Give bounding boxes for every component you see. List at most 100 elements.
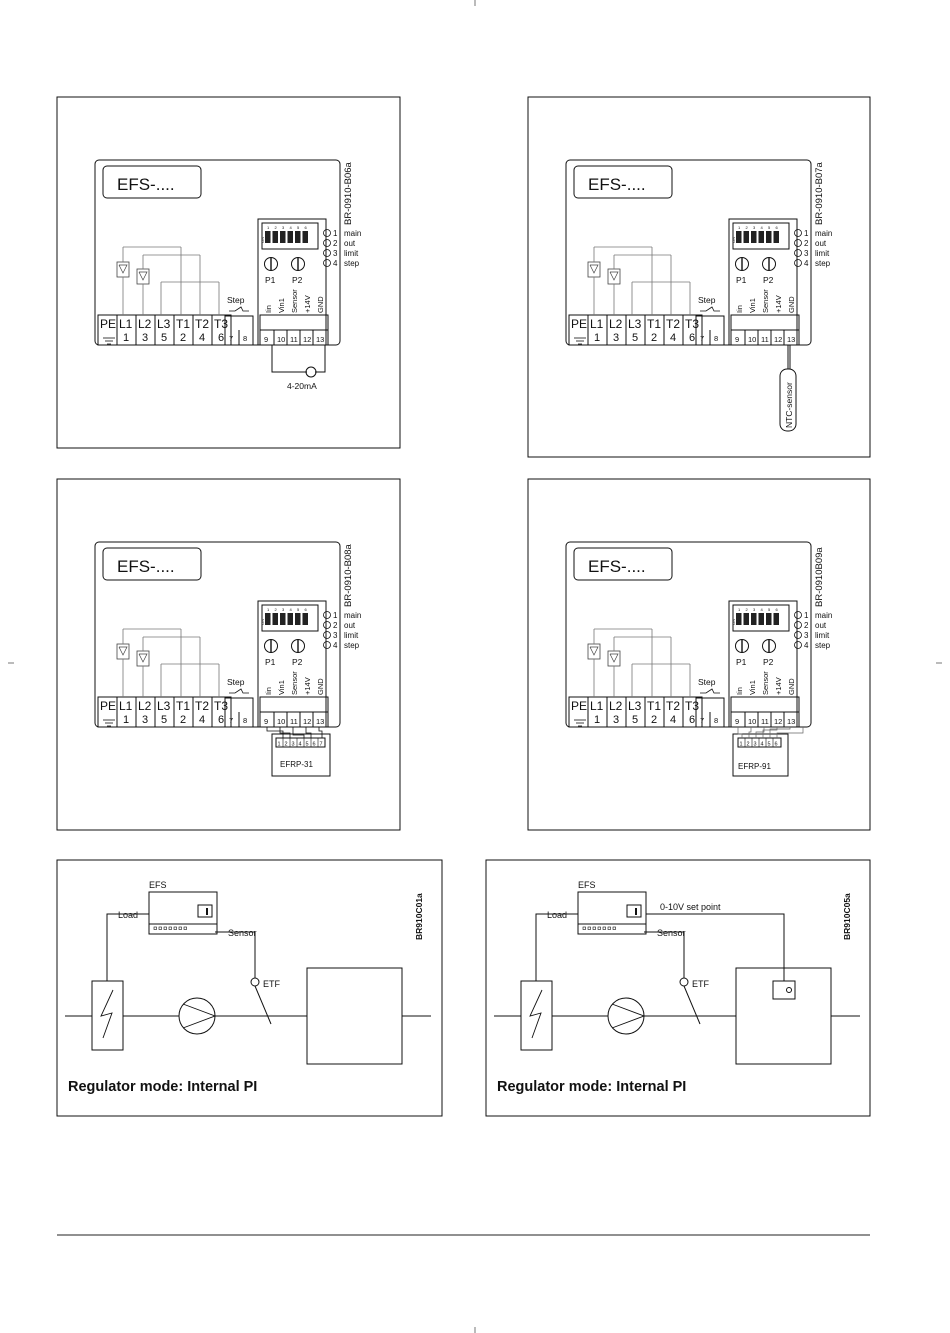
terminal-number: 8	[243, 334, 247, 343]
power-terminal-label: L3	[628, 699, 642, 713]
dip-lever	[773, 231, 779, 243]
terminal-number: 9	[264, 335, 268, 344]
pump-icon	[178, 997, 216, 1035]
potentiometer-icon	[735, 257, 749, 271]
dip-lever	[295, 613, 301, 625]
efs-label: EFS	[149, 880, 167, 890]
dip-switch	[732, 222, 790, 250]
power-terminal-label: T1	[176, 699, 190, 713]
pump-icon	[607, 997, 645, 1035]
remote-panel-box	[732, 733, 789, 777]
diagram-code: BR910C05a	[842, 893, 852, 940]
pot-label: P2	[292, 657, 303, 667]
led-label: step	[344, 259, 360, 268]
current-source-icon	[305, 366, 317, 378]
terminal-label: +14V	[774, 677, 783, 695]
remote-pin-number: 3	[292, 742, 295, 748]
terminal-label: Sensor	[290, 289, 299, 313]
terminal-number: 10	[748, 335, 756, 344]
remote-pin-number: 5	[768, 742, 771, 748]
step-contact-icon	[700, 306, 720, 312]
pot-label: P2	[292, 275, 303, 285]
dip-number: 4	[290, 607, 293, 612]
led-number: 4	[333, 259, 338, 268]
efs-terminal	[163, 926, 167, 930]
dip-number: 3	[282, 225, 285, 230]
setpoint-label: 0-10V set point	[660, 902, 721, 912]
remote-pin-number: 3	[754, 742, 757, 748]
remote-pin-number: 1	[278, 742, 281, 748]
dip-lever	[751, 613, 757, 625]
led-label: out	[344, 621, 356, 630]
dip-lever	[295, 231, 301, 243]
efs-terminal	[612, 926, 616, 930]
power-terminal-label: L3	[628, 317, 642, 331]
power-terminal-number: 6	[689, 714, 695, 726]
power-terminal-label: PE	[100, 699, 116, 713]
power-terminal-label: T3	[685, 699, 699, 713]
led-indicator-icon	[794, 249, 802, 257]
terminal-label: Sensor	[290, 671, 299, 695]
led-label: main	[815, 229, 832, 238]
power-terminal-label: L1	[119, 317, 133, 331]
led-indicator-icon	[323, 229, 331, 237]
dip-lever	[287, 231, 293, 243]
efs-terminal	[587, 926, 591, 930]
step-contact-icon	[229, 688, 249, 694]
terminal-number: 8	[714, 716, 718, 725]
remote-pin-number: 1	[740, 742, 743, 748]
led-indicator-icon	[323, 611, 331, 619]
setpoint-connector-icon	[786, 987, 792, 993]
dip-number: 2	[275, 225, 278, 230]
step-contact-icon	[700, 688, 720, 694]
power-terminal-label: L2	[609, 317, 623, 331]
dip-lever	[272, 231, 278, 243]
thyristor-icon	[136, 268, 150, 285]
remote-pin-number: 6	[313, 742, 316, 748]
model-label: EFS-....	[117, 175, 175, 194]
dip-on-label: ON	[260, 619, 265, 625]
dip-number: 2	[275, 607, 278, 612]
led-number: 3	[333, 631, 338, 640]
terminal-number: 11	[761, 335, 769, 344]
dip-number: 5	[768, 607, 771, 612]
led-number: 2	[804, 239, 809, 248]
power-terminal-block	[97, 696, 232, 728]
model-label: EFS-....	[117, 557, 175, 576]
thyristor-icon	[116, 643, 130, 660]
terminal-number: 12	[303, 717, 311, 726]
power-terminal-number: 6	[689, 332, 695, 344]
dip-number: 2	[746, 607, 749, 612]
potentiometer-icon	[291, 639, 305, 653]
power-terminal-number: 3	[142, 332, 148, 344]
dip-number: 4	[290, 225, 293, 230]
power-terminal-number: 3	[613, 332, 619, 344]
efs-terminal	[602, 926, 606, 930]
dip-number: 4	[761, 607, 764, 612]
led-number: 4	[804, 641, 809, 650]
led-label: out	[344, 239, 356, 248]
led-number: 2	[333, 239, 338, 248]
terminal-number: 13	[787, 717, 795, 726]
terminal-number: 13	[787, 335, 795, 344]
led-indicator-icon	[794, 641, 802, 649]
dip-switch	[261, 222, 319, 250]
remote-wire	[737, 727, 743, 738]
efs-terminal	[178, 926, 182, 930]
dip-switch	[732, 604, 790, 632]
power-terminal-number: 1	[123, 714, 129, 726]
external-label: 4-20mA	[287, 381, 317, 391]
dip-number: 3	[753, 225, 756, 230]
led-indicator-icon	[794, 229, 802, 237]
dip-number: 1	[738, 225, 741, 230]
crop-marks	[8, 0, 942, 1333]
diagram-code: BR-0910-B07a	[814, 161, 825, 225]
dip-number: 5	[297, 225, 300, 230]
model-label-box	[573, 547, 673, 581]
sensor-wire	[215, 931, 256, 978]
dip-lever	[736, 231, 742, 243]
power-terminal-block	[568, 314, 703, 346]
power-terminal-number: 6	[218, 714, 224, 726]
